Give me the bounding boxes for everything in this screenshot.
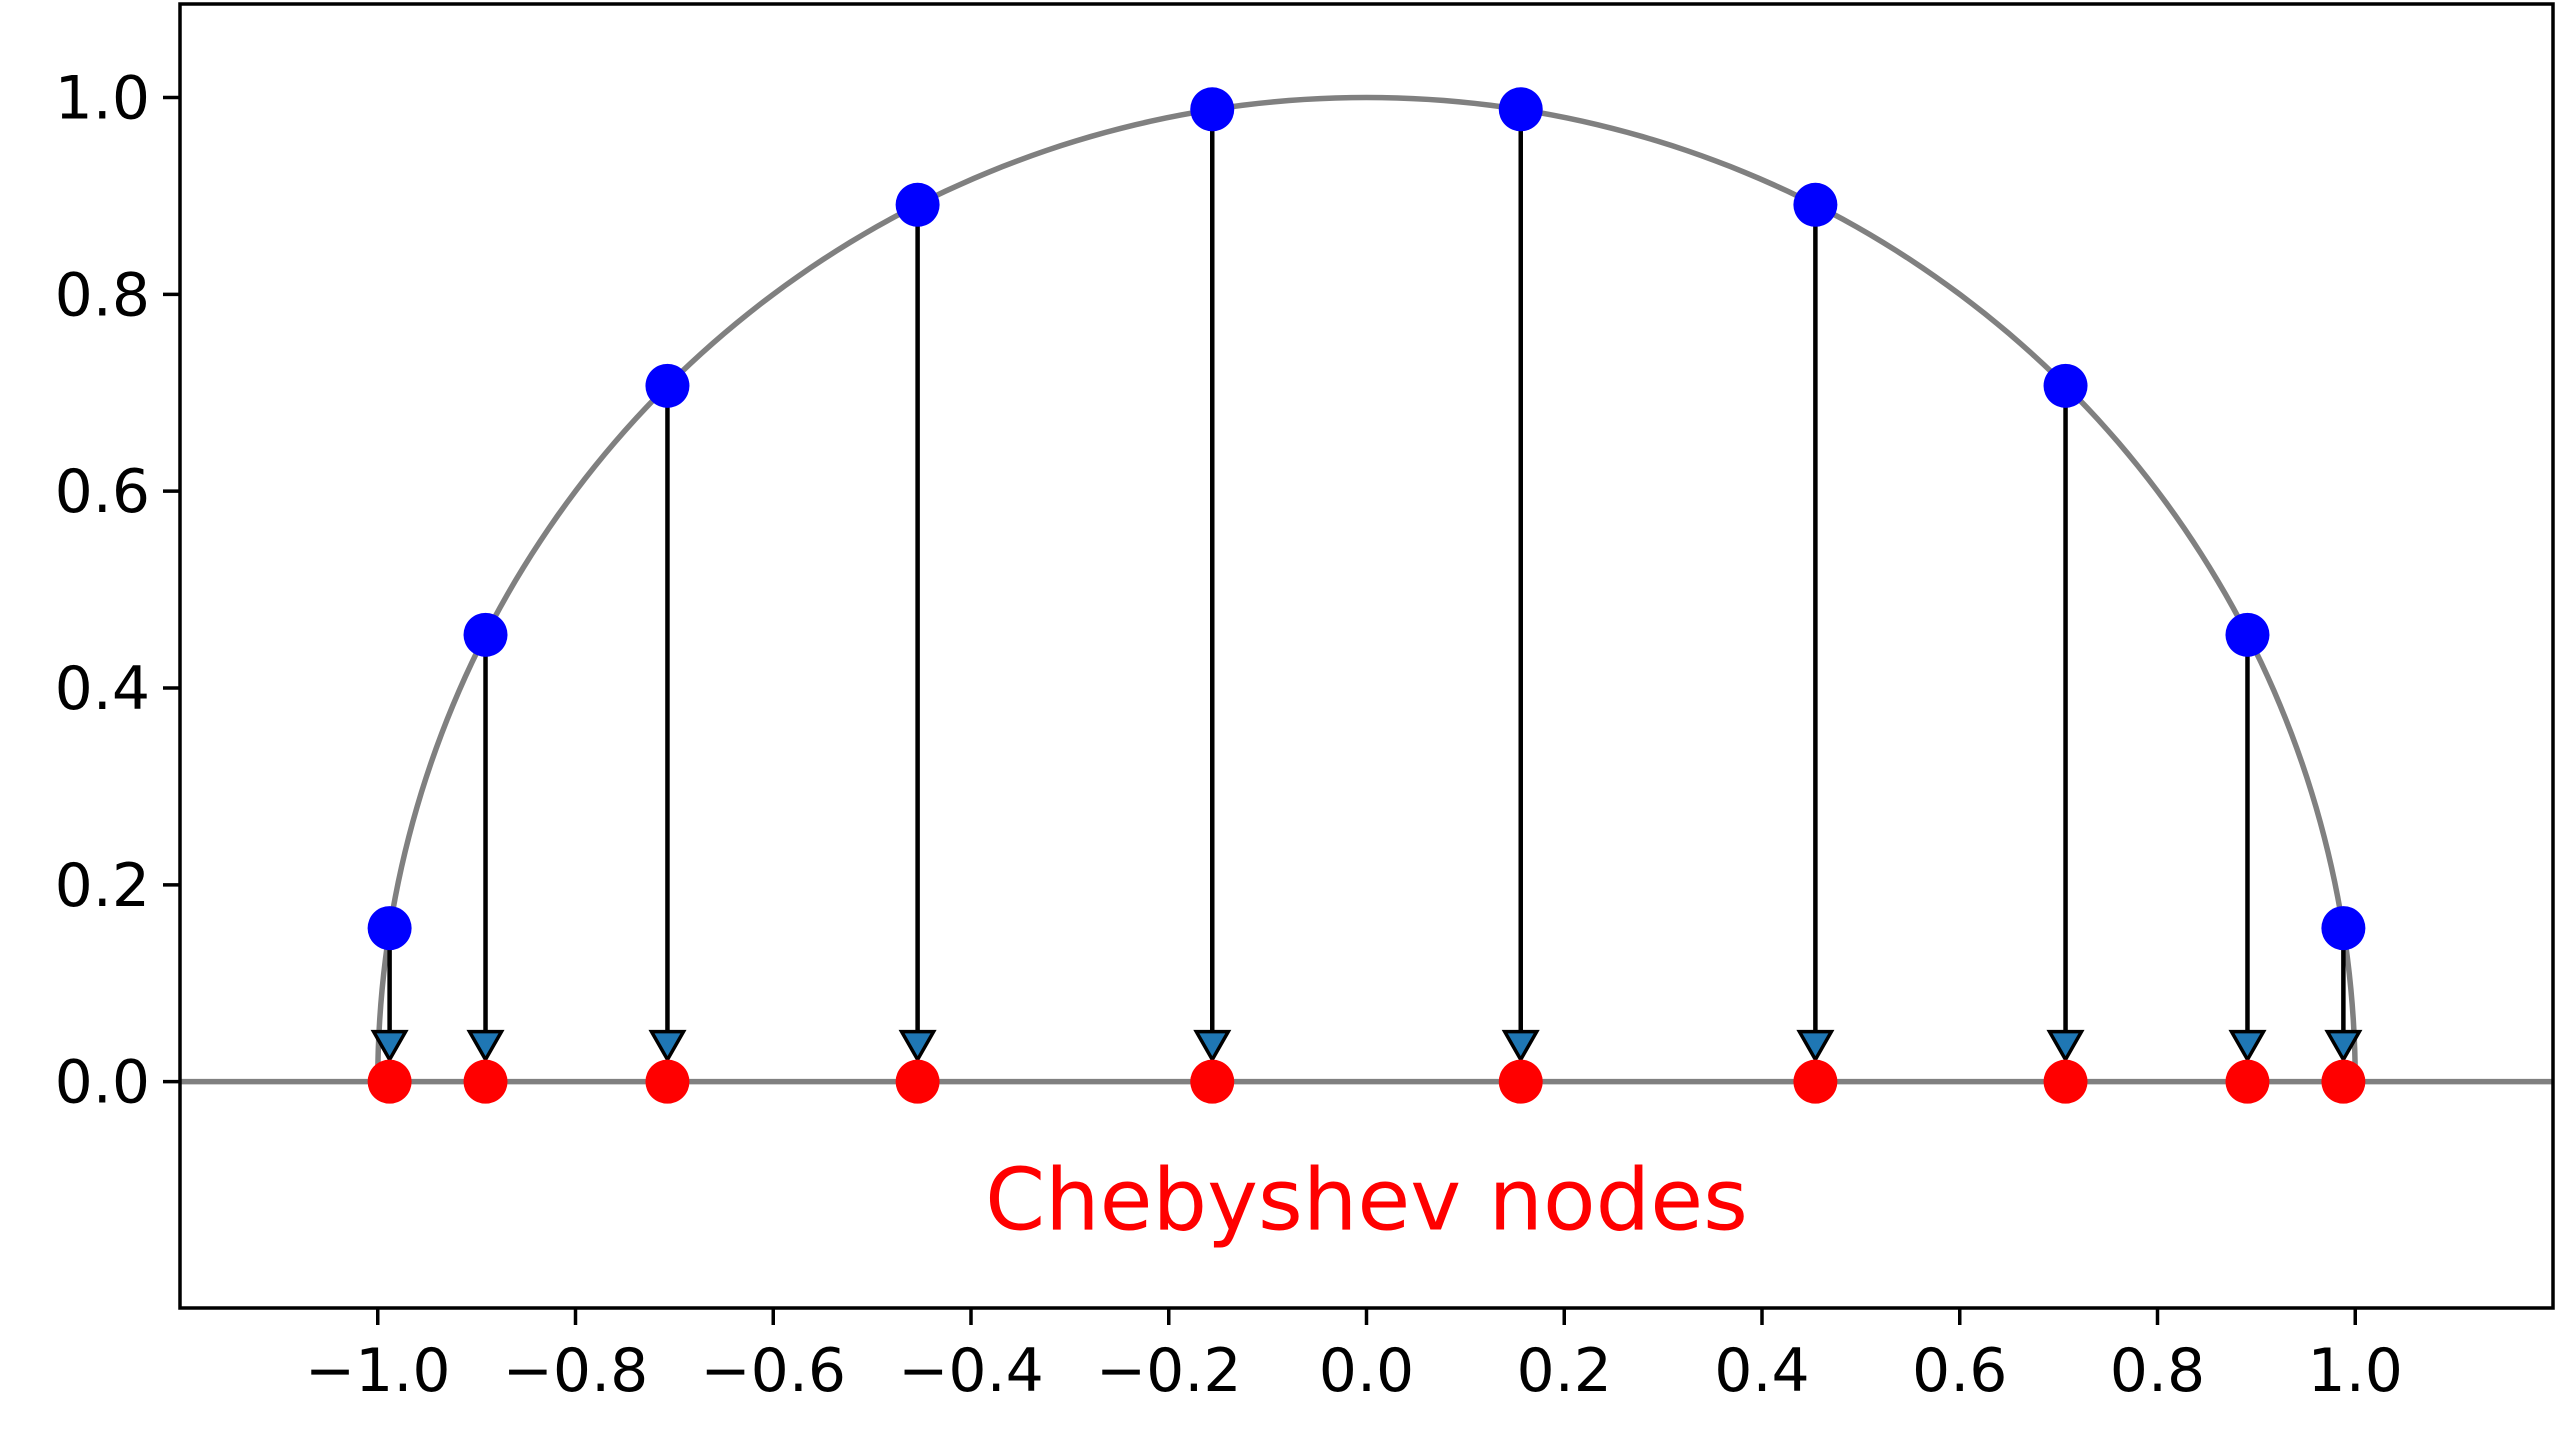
chebyshev-node-point <box>2321 1059 2366 1104</box>
circle-point <box>2043 363 2088 408</box>
circle-point <box>1190 87 1235 132</box>
x-tick-label: −0.6 <box>700 1336 846 1406</box>
y-tick-label: 0.4 <box>55 654 150 724</box>
chebyshev-node-point <box>367 1059 412 1104</box>
projection-arrow-head <box>1193 1029 1232 1064</box>
projection-arrow-head <box>1501 1029 1540 1064</box>
chebyshev-node-point <box>1793 1059 1838 1104</box>
x-tick-label: −0.2 <box>1096 1336 1242 1406</box>
circle-point <box>367 906 412 951</box>
projection-arrow-head <box>898 1029 937 1064</box>
projection-arrow-head <box>2228 1029 2267 1064</box>
chebyshev-node-point <box>463 1059 508 1104</box>
x-tick-label: 0.0 <box>1319 1336 1414 1406</box>
y-tick-label: 0.2 <box>55 851 150 921</box>
chebyshev-nodes-label: Chebyshev nodes <box>985 1151 1748 1251</box>
y-tick-label: 0.6 <box>55 457 150 527</box>
projection-arrow-head <box>1796 1029 1835 1064</box>
projection-arrow-head <box>2324 1029 2363 1064</box>
chebyshev-node-point <box>2225 1059 2270 1104</box>
x-tick-label: −0.8 <box>503 1336 649 1406</box>
x-tick-label: 0.2 <box>1517 1336 1612 1406</box>
projection-arrow-head <box>648 1029 687 1064</box>
circle-point <box>895 182 940 227</box>
y-tick-label: 0.0 <box>55 1048 150 1118</box>
x-tick-label: −0.4 <box>898 1336 1044 1406</box>
projection-arrow-head <box>370 1029 409 1064</box>
chebyshev-node-point <box>895 1059 940 1104</box>
plot-content <box>180 87 2553 1104</box>
y-tick-label: 1.0 <box>55 63 150 133</box>
axes: −1.0 −0.8 −0.6 −0.4 −0.2 0.0 0.2 0.4 0.6 0.8 1.0 0.… <box>55 2 2555 1406</box>
x-tick-label: 0.8 <box>2110 1336 2205 1406</box>
x-tick-label: −1.0 <box>305 1336 451 1406</box>
circle-point <box>645 363 690 408</box>
chebyshev-node-point <box>2043 1059 2088 1104</box>
projection-arrow-head <box>2046 1029 2085 1064</box>
y-tick-label: 0.8 <box>55 260 150 330</box>
circle-point <box>1498 87 1543 132</box>
projection-arrow-head <box>466 1029 505 1064</box>
chebyshev-node-point <box>1190 1059 1235 1104</box>
semicircle-curve <box>375 94 2358 1082</box>
circle-point <box>2225 612 2270 657</box>
chebyshev-node-point <box>1498 1059 1543 1104</box>
circle-point <box>2321 906 2366 951</box>
x-tick-label: 0.6 <box>1912 1336 2007 1406</box>
circle-point <box>1793 182 1838 227</box>
chebyshev-node-point <box>645 1059 690 1104</box>
circle-point <box>463 612 508 657</box>
plot-area <box>180 87 2553 1104</box>
x-tick-label: 1.0 <box>2308 1336 2403 1406</box>
x-tick-label: 0.4 <box>1714 1336 1809 1406</box>
